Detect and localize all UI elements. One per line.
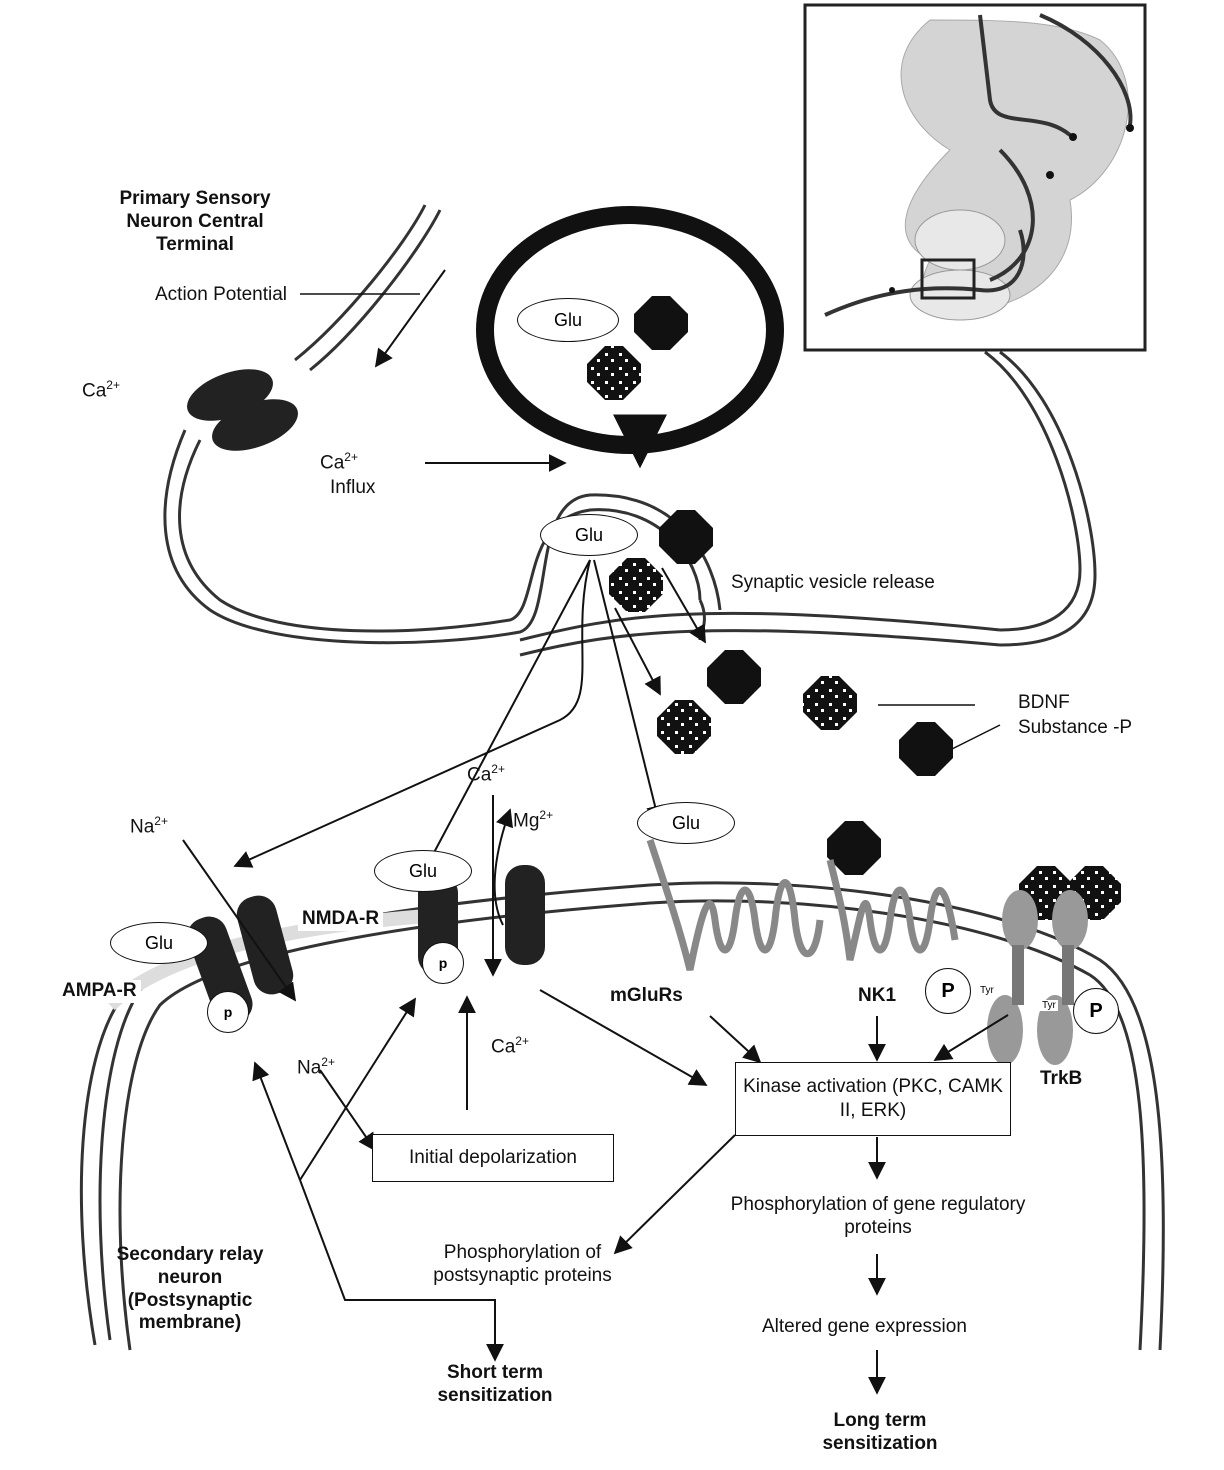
- glu-oval-mglur: Glu: [637, 802, 735, 844]
- phosphorylation-gene-label: Phosphorylation of gene regulatory prote…: [708, 1194, 1048, 1240]
- glu-oval-release: Glu: [540, 514, 638, 556]
- nmda-receptor-label: NMDA-R: [298, 908, 383, 931]
- phosphate-nmda: p: [422, 942, 464, 984]
- na-top-label: Na2+: [130, 814, 168, 839]
- ampa-receptor-label: AMPA-R: [58, 980, 141, 1003]
- short-term-sensitization-label: Short term sensitization: [415, 1362, 575, 1408]
- glu-oval-ampa: Glu: [110, 922, 208, 964]
- glu-oval-nmda: Glu: [374, 850, 472, 892]
- ca-bottom-label: Ca2+: [491, 1034, 529, 1059]
- long-term-sensitization-label: Long term sensitization: [800, 1410, 960, 1456]
- na-bottom-label: Na2+: [297, 1055, 335, 1080]
- spinal-cord-inset: [805, 5, 1145, 350]
- primary-neuron-label: Primary Sensory Neuron Central Terminal: [100, 188, 290, 256]
- bdnf-label: BDNF: [1018, 692, 1070, 715]
- nk1-label: NK1: [858, 985, 896, 1008]
- phosphate-ampa: p: [207, 991, 249, 1033]
- trkb-label: TrkB: [1040, 1068, 1082, 1091]
- mglurs-label: mGluRs: [610, 985, 683, 1008]
- action-potential-label: Action Potential: [155, 284, 287, 307]
- mg-label: Mg2+: [513, 808, 553, 833]
- synaptic-vesicle-release-label: Synaptic vesicle release: [731, 572, 935, 595]
- glu-oval-vesicle: Glu: [517, 298, 619, 342]
- influx-label: Influx: [330, 477, 375, 500]
- ca-outside-label: Ca2+: [82, 378, 120, 403]
- phosphate-trkb-left: P: [925, 968, 971, 1014]
- calcium-channel: [180, 359, 305, 461]
- substance-p-label: Substance -P: [1018, 717, 1132, 740]
- kinase-activation-box: Kinase activation (PKC, CAMK II, ERK): [735, 1062, 1011, 1136]
- phosphorylation-postsynaptic-label: Phosphorylation of postsynaptic proteins: [405, 1242, 640, 1288]
- ca-influx-label: Ca2+: [320, 450, 358, 475]
- trkb-receptors: [987, 890, 1088, 1065]
- phosphate-trkb-right: P: [1073, 988, 1119, 1034]
- initial-depolarization-box: Initial depolarization: [372, 1134, 614, 1182]
- altered-gene-expression-label: Altered gene expression: [762, 1316, 967, 1339]
- secondary-neuron-label: Secondary relay neuron (Postsynaptic mem…: [100, 1244, 280, 1335]
- tyr-label-left: Tyr: [978, 985, 996, 996]
- tyr-label-right: Tyr: [1040, 1000, 1058, 1011]
- ca-channel-label: Ca2+: [467, 762, 505, 787]
